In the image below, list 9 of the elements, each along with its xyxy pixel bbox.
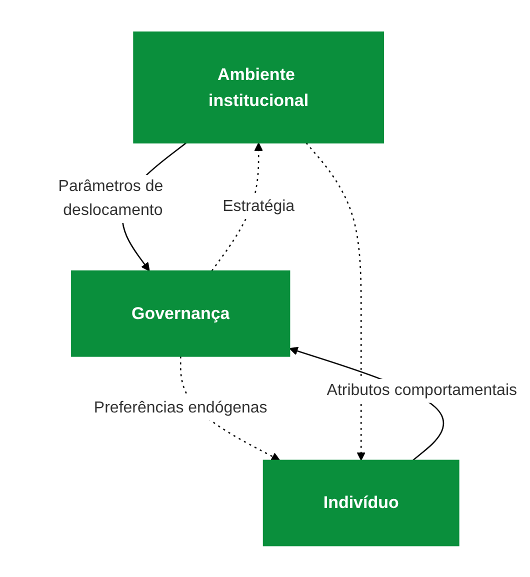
- edge-label: Preferências endógenas: [94, 398, 268, 416]
- node-box: [133, 31, 384, 144]
- node-box: [71, 270, 290, 356]
- arrow: [306, 142, 366, 460]
- edge-label: Atributos comportamentais: [326, 382, 517, 399]
- flow-diagram: Parâmetros de deslocamento Estratégia Preferências endógenas Atributos comportamentais Ambiente institucional Governança Indivíduo: [5, 24, 525, 554]
- edge-label: Parâmetros de deslocamento: [58, 178, 164, 219]
- edge-label: Estratégia: [222, 198, 295, 215]
- node-box: [262, 459, 460, 546]
